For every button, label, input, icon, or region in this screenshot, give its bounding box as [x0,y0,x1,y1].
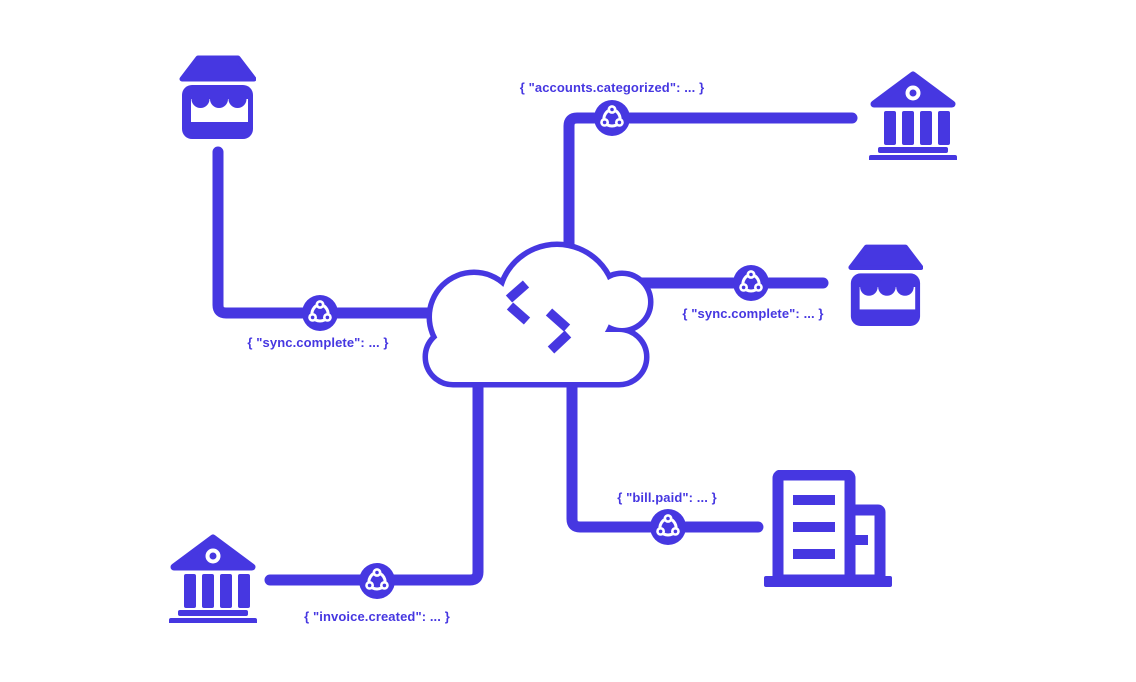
storefront-icon [179,55,256,139]
connector-left [212,146,486,319]
event-label-accounts-categorized: { "accounts.categorized": ... } [519,80,705,95]
webhook-icon [731,263,771,303]
connector-top [563,112,858,291]
cloud-icon [422,241,654,388]
webhook-icon [300,293,340,333]
event-label-sync-complete-right: { "sync.complete": ... } [682,306,824,321]
bank-icon [169,534,257,623]
event-label-sync-complete-left: { "sync.complete": ... } [247,335,389,350]
event-label-bill-paid: { "bill.paid": ... } [617,490,717,505]
connector-bottom-right [566,364,764,533]
connector-bottom-left [264,364,484,586]
bank-icon [869,71,957,160]
code-brackets-logo-icon [505,280,572,354]
office-building-icon [764,470,892,587]
storefront-icon [848,244,923,326]
webhook-icon [357,561,397,601]
webhook-icon [592,98,632,138]
webhook-icon [648,507,688,547]
event-label-invoice-created: { "invoice.created": ... } [304,609,450,624]
